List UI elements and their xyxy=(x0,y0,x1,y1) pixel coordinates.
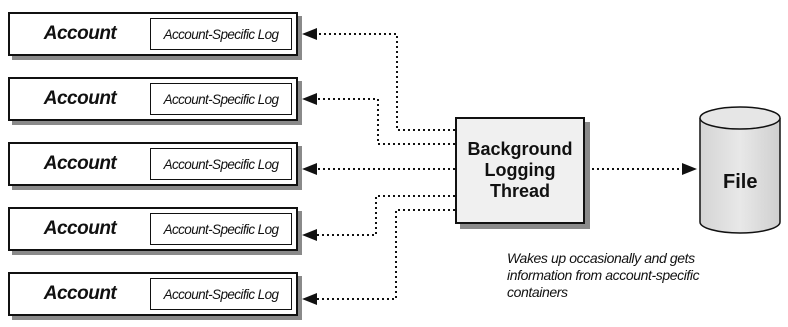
account-box: Account Account-Specific Log xyxy=(8,142,298,186)
account-specific-log-box: Account-Specific Log xyxy=(150,278,292,310)
caption-line-2: information from account-specific xyxy=(507,267,700,283)
dotted-connector xyxy=(316,195,455,236)
account-specific-log-label: Account-Specific Log xyxy=(163,286,279,302)
arrowhead-icon xyxy=(682,163,697,175)
thread-label-line-3: Thread xyxy=(489,181,550,201)
file-cylinder-top xyxy=(699,106,781,130)
account-label: Account xyxy=(43,283,117,304)
account-specific-log-box: Account-Specific Log xyxy=(150,83,292,115)
arrowhead-icon xyxy=(302,229,317,241)
account-specific-log-label: Account-Specific Log xyxy=(163,156,279,172)
account-label: Account xyxy=(43,23,117,44)
account-label: Account xyxy=(43,153,117,174)
caption-line-3: containers xyxy=(507,284,568,300)
dotted-connector xyxy=(316,98,455,145)
thread-caption: Wakes up occasionally and gets informati… xyxy=(507,250,700,301)
arrowhead-icon xyxy=(302,93,317,105)
account-specific-log-label: Account-Specific Log xyxy=(163,26,279,42)
arrowhead-icon xyxy=(302,293,317,305)
thread-label-line-2: Logging xyxy=(484,160,556,180)
dotted-connector xyxy=(316,209,455,300)
account-box: Account Account-Specific Log xyxy=(8,77,298,121)
account-label: Account xyxy=(43,88,117,109)
dotted-connector xyxy=(316,33,455,131)
account-specific-log-box: Account-Specific Log xyxy=(150,213,292,245)
account-specific-log-box: Account-Specific Log xyxy=(150,148,292,180)
thread-label-line-1: Background xyxy=(467,139,573,159)
arrowhead-icon xyxy=(302,163,317,175)
account-box: Account Account-Specific Log xyxy=(8,272,298,316)
account-label: Account xyxy=(43,218,117,239)
account-box: Account Account-Specific Log xyxy=(8,12,298,56)
account-specific-log-label: Account-Specific Log xyxy=(163,221,279,237)
arrowhead-icon xyxy=(302,28,317,40)
account-specific-log-label: Account-Specific Log xyxy=(163,91,279,107)
file-label: File xyxy=(723,171,758,193)
background-logging-thread: Background Logging Thread xyxy=(455,117,585,224)
account-specific-log-box: Account-Specific Log xyxy=(150,18,292,50)
file-cylinder-body xyxy=(699,118,781,234)
caption-line-1: Wakes up occasionally and gets xyxy=(507,250,695,266)
account-box: Account Account-Specific Log xyxy=(8,207,298,251)
